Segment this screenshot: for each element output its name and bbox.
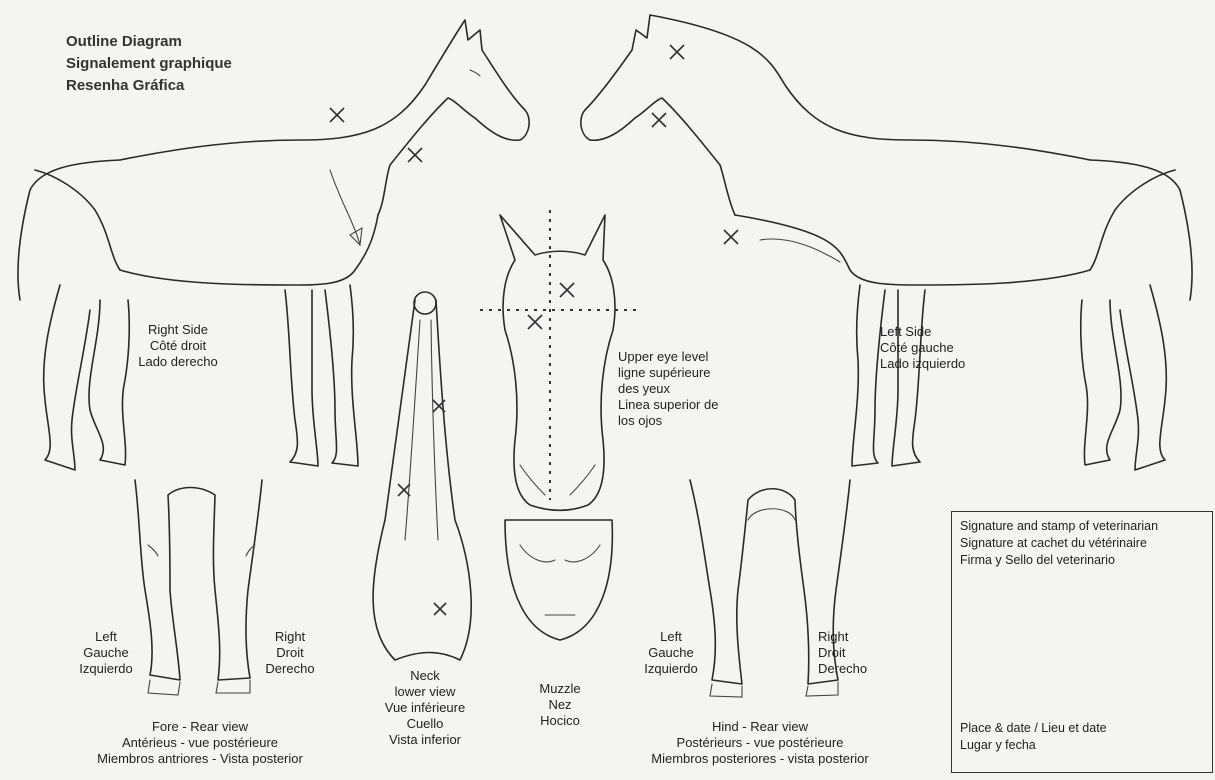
place-date-label-es: Lugar y fecha: [960, 737, 1036, 753]
hind-right-fr: Droit: [818, 645, 867, 661]
head-front-view-outline: [480, 210, 640, 640]
eye-level-line1: Upper eye level: [618, 349, 718, 365]
fore-caption-es: Miembros antriores - Vista posterior: [50, 751, 350, 767]
hind-right-es: Derecho: [818, 661, 867, 677]
title-english: Outline Diagram: [66, 31, 232, 53]
hind-left-en: Left: [628, 629, 714, 645]
place-date-label: Place & date / Lieu et date: [960, 720, 1107, 736]
right-side-label: Right Side Côté droit Lado derecho: [118, 322, 238, 370]
muzzle-en: Muzzle: [510, 681, 610, 697]
fore-left-fr: Gauche: [66, 645, 146, 661]
title-french: Signalement graphique: [66, 53, 232, 75]
fore-caption-fr: Antérieus - vue postérieure: [50, 735, 350, 751]
hind-caption-es: Miembros posteriores - vista posterior: [610, 751, 910, 767]
muzzle-es: Hocico: [510, 713, 610, 729]
hind-left-fr: Gauche: [628, 645, 714, 661]
hind-left-label: Left Gauche Izquierdo: [628, 629, 714, 677]
hind-caption-en: Hind - Rear view: [610, 719, 910, 735]
muzzle-caption: Muzzle Nez Hocico: [510, 681, 610, 729]
muzzle-fr: Nez: [510, 697, 610, 713]
signature-label-es: Firma y Sello del veterinario: [960, 552, 1115, 568]
eye-level-line4: Linea superior de: [618, 397, 718, 413]
fore-left-label: Left Gauche Izquierdo: [66, 629, 146, 677]
neck-caption-line2: lower view: [350, 684, 500, 700]
fore-right-fr: Droit: [250, 645, 330, 661]
fore-legs-rear-view-outline: [135, 480, 262, 695]
veterinarian-signature-box[interactable]: Signature and stamp of veterinarian Sign…: [951, 511, 1213, 773]
fore-left-es: Izquierdo: [66, 661, 146, 677]
neck-view-caption: Neck lower view Vue inférieure Cuello Vi…: [350, 668, 500, 748]
left-side-label-en: Left Side: [880, 324, 965, 340]
fore-right-label: Right Droit Derecho: [250, 629, 330, 677]
fore-left-en: Left: [66, 629, 146, 645]
neck-caption-line4: Cuello: [350, 716, 500, 732]
fore-view-caption: Fore - Rear view Antérieus - vue postéri…: [50, 719, 350, 767]
signature-label-en: Signature and stamp of veterinarian: [960, 518, 1158, 534]
diagram-title-block: Outline Diagram Signalement graphique Re…: [66, 31, 232, 97]
right-side-label-en: Right Side: [118, 322, 238, 338]
fore-right-en: Right: [250, 629, 330, 645]
hind-right-label: Right Droit Derecho: [818, 629, 867, 677]
fore-right-es: Derecho: [250, 661, 330, 677]
hind-view-caption: Hind - Rear view Postérieurs - vue posté…: [610, 719, 910, 767]
title-spanish: Resenha Gráfica: [66, 75, 232, 97]
right-side-label-fr: Côté droit: [118, 338, 238, 354]
hind-left-es: Izquierdo: [628, 661, 714, 677]
neck-caption-line3: Vue inférieure: [350, 700, 500, 716]
fore-caption-en: Fore - Rear view: [50, 719, 350, 735]
eye-level-label: Upper eye level ligne supérieure des yeu…: [618, 349, 718, 429]
neck-caption-line1: Neck: [350, 668, 500, 684]
hind-right-en: Right: [818, 629, 867, 645]
left-side-label-fr: Côté gauche: [880, 340, 965, 356]
eye-level-line3: des yeux: [618, 381, 718, 397]
hind-caption-fr: Postérieurs - vue postérieure: [610, 735, 910, 751]
left-side-label: Left Side Côté gauche Lado izquierdo: [880, 324, 965, 372]
neck-lower-view-outline: [373, 292, 471, 660]
neck-caption-line5: Vista inferior: [350, 732, 500, 748]
eye-level-line2: ligne supérieure: [618, 365, 718, 381]
left-side-label-es: Lado izquierdo: [880, 356, 965, 372]
right-side-label-es: Lado derecho: [118, 354, 238, 370]
signature-label-fr: Signature at cachet du vétérinaire: [960, 535, 1147, 551]
eye-level-line5: los ojos: [618, 413, 718, 429]
